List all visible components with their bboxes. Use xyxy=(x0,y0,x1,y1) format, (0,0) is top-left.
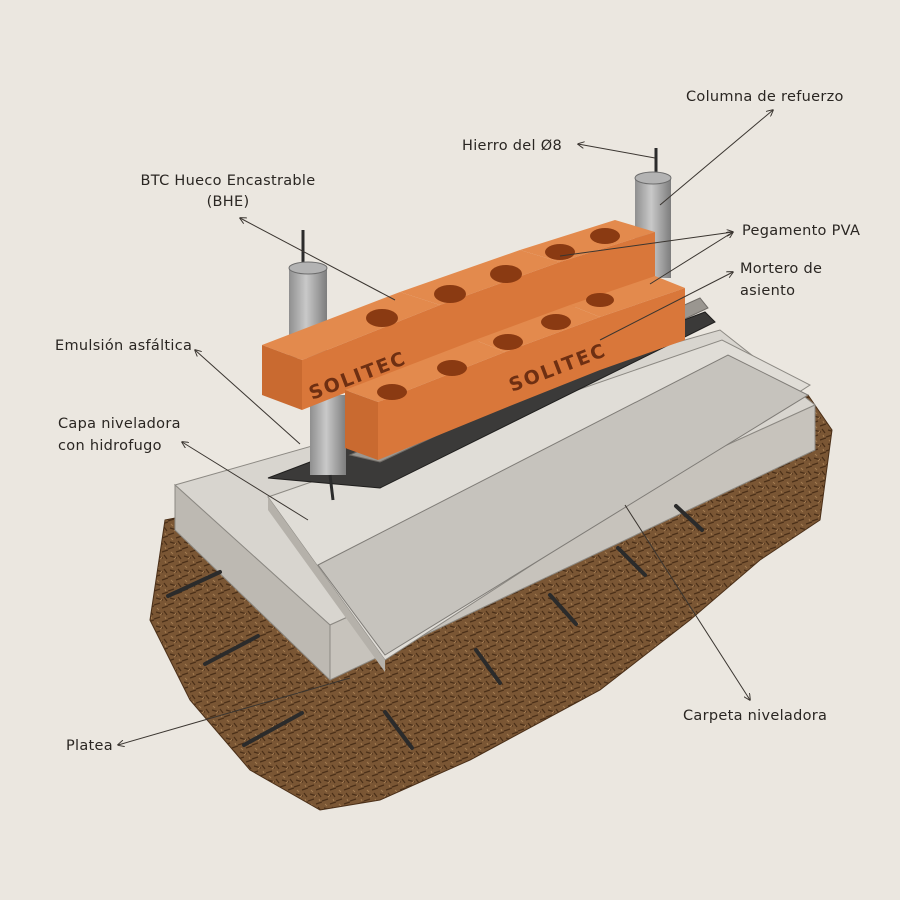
platea-rebars xyxy=(166,504,704,750)
label-capa-line2: con hidrofugo xyxy=(58,438,162,454)
label-pegamento-pva: Pegamento PVA xyxy=(742,223,860,239)
label-platea: Platea xyxy=(66,738,113,754)
label-btc-line2: (BHE) xyxy=(207,194,250,210)
label-btc-line1: BTC Hueco Encastrable xyxy=(141,173,316,189)
btc-bricks xyxy=(262,220,685,460)
carpeta-niveladora-layer xyxy=(317,354,810,656)
brick-top-2 xyxy=(400,250,560,355)
brick-bottom-3 xyxy=(570,276,685,370)
label-hierro: Hierro del Ø8 xyxy=(462,138,562,154)
leader-lines xyxy=(118,110,773,745)
label-columna-de-refuerzo: Columna de refuerzo xyxy=(686,89,844,105)
brick-bottom-2 xyxy=(475,305,600,408)
label-mortero-line1: Mortero de xyxy=(740,261,822,277)
brick-bottom-1 xyxy=(345,340,505,460)
brick-top-3 xyxy=(520,220,655,312)
label-emulsion-asfaltica: Emulsión asfáltica xyxy=(55,338,192,354)
label-mortero-line2: asiento xyxy=(740,283,795,299)
brick-top-1 xyxy=(262,292,440,410)
label-capa-line1: Capa niveladora xyxy=(58,416,181,432)
label-carpeta-niveladora: Carpeta niveladora xyxy=(683,708,827,724)
